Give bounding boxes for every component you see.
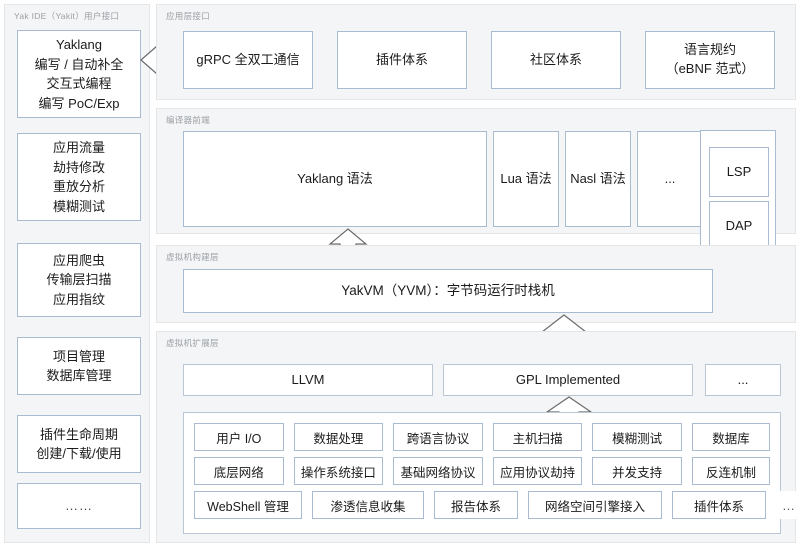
tower-card-dap[interactable]: DAP [709, 201, 769, 251]
capability-cell[interactable]: 数据库 [691, 423, 770, 451]
left-card-line: 模糊测试 [52, 198, 105, 214]
compiler-frontend-panel: 编译器前端 Yaklang 语法 Lua 语法 Nasl 语法 ... [156, 108, 796, 234]
front-card-line: Nasl 语法 [570, 170, 626, 186]
front-card-line: ... [664, 170, 676, 186]
capability-cell-more[interactable]: … [776, 491, 800, 519]
capability-cell[interactable]: 数据处理 [293, 423, 384, 451]
left-card-yaklang-editor[interactable]: Yaklang 编写 / 自动补全 交互式编程 编写 PoC/Exp [17, 30, 141, 118]
capability-cell[interactable]: 插件体系 [672, 491, 766, 519]
capability-row: 底层网络 操作系统接口 基础网络协议 应用协议劫持 并发支持 反连机制 [194, 457, 770, 485]
capability-cell[interactable]: 基础网络协议 [393, 457, 483, 485]
app-card-grpc[interactable]: gRPC 全双工通信 [183, 31, 313, 89]
ext-card-gpl-implemented[interactable]: GPL Implemented [443, 364, 693, 396]
left-card-line: 数据库管理 [46, 368, 112, 383]
left-card-line: 编写 / 自动补全 [34, 56, 124, 72]
left-card-plugin-lifecycle[interactable]: 插件生命周期 创建/下载/使用 [17, 415, 141, 473]
ext-card-line: LLVM [291, 371, 325, 387]
app-card-line: （eBNF 范式） [665, 61, 755, 76]
app-layer-panel: 应用层接口 gRPC 全双工通信 插件体系 社区体系 语言规约 （eBNF 范式… [156, 4, 796, 100]
capability-cell[interactable]: 主机扫描 [492, 423, 583, 451]
left-card-crawler-scan[interactable]: 应用爬虫 传输层扫描 应用指纹 [17, 243, 141, 317]
app-card-line: 插件体系 [375, 51, 428, 67]
ext-card-llvm[interactable]: LLVM [183, 364, 433, 396]
compiler-frontend-label: 编译器前端 [166, 115, 211, 125]
left-card-line: 编写 PoC/Exp [38, 95, 120, 111]
left-card-line: …… [65, 498, 93, 514]
capability-cell[interactable]: 并发支持 [592, 457, 682, 485]
left-card-line: 项目管理 [52, 348, 105, 364]
capability-row: WebShell 管理 渗透信息收集 报告体系 网络空间引擎接入 插件体系 … [194, 491, 800, 519]
left-card-line: 重放分析 [52, 179, 105, 194]
app-card-language-spec[interactable]: 语言规约 （eBNF 范式） [645, 31, 775, 89]
left-card-line: 应用指纹 [52, 291, 105, 307]
capability-cell[interactable]: 渗透信息收集 [312, 491, 424, 519]
capability-cell[interactable]: 网络空间引擎接入 [528, 491, 662, 519]
front-card-more-grammar[interactable]: ... [637, 131, 703, 227]
left-card-line: 应用流量 [52, 140, 105, 155]
capability-cell[interactable]: 模糊测试 [592, 423, 682, 451]
left-card-line: 劫持修改 [52, 159, 105, 175]
capability-row: 用户 I/O 数据处理 跨语言协议 主机扫描 模糊测试 数据库 [194, 423, 770, 451]
tower-card-label: LSP [726, 163, 752, 179]
left-card-line: 应用爬虫 [52, 252, 105, 268]
capability-cell[interactable]: 跨语言协议 [393, 423, 483, 451]
left-card-project-db[interactable]: 项目管理 数据库管理 [17, 337, 141, 395]
vm-build-layer-label: 虚拟机构建层 [166, 252, 219, 262]
vm-extension-layer-label: 虚拟机扩展层 [166, 338, 219, 348]
vm-extension-layer-panel: 虚拟机扩展层 LLVM GPL Implemented ... 用户 I/O 数… [156, 331, 800, 543]
capability-cell[interactable]: 报告体系 [434, 491, 518, 519]
capability-cell[interactable]: 底层网络 [194, 457, 284, 485]
app-layer-label: 应用层接口 [166, 11, 211, 21]
left-card-more[interactable]: …… [17, 483, 141, 529]
front-card-lua-grammar[interactable]: Lua 语法 [493, 131, 559, 227]
left-card-line: 插件生命周期 [39, 426, 118, 442]
left-panel-yak-ide: Yak IDE（Yakit）用户接口 Yaklang 编写 / 自动补全 交互式… [4, 4, 150, 543]
front-card-line: Yaklang 语法 [297, 170, 373, 186]
front-card-line: Lua 语法 [500, 170, 552, 186]
capability-cell[interactable]: WebShell 管理 [194, 491, 302, 519]
app-card-line: 语言规约 [683, 42, 736, 58]
app-card-line: 社区体系 [529, 51, 582, 67]
capability-cell[interactable]: 操作系统接口 [293, 457, 384, 485]
left-card-line: 创建/下载/使用 [36, 446, 122, 461]
left-card-line: Yaklang [55, 37, 102, 52]
app-card-line: gRPC 全双工通信 [196, 51, 300, 67]
left-card-line: 交互式编程 [46, 76, 112, 91]
vm-card-line: YakVM（YVM）：字节码运行时栈机 [341, 283, 555, 299]
left-card-line: 传输层扫描 [46, 272, 112, 288]
front-card-yaklang-grammar[interactable]: Yaklang 语法 [183, 131, 487, 227]
vm-build-layer-panel: 虚拟机构建层 YakVM（YVM）：字节码运行时栈机 [156, 245, 796, 323]
ext-card-line: GPL Implemented [515, 371, 621, 387]
tower-card-lsp[interactable]: LSP [709, 147, 769, 197]
vm-card-yakvm[interactable]: YakVM（YVM）：字节码运行时栈机 [183, 269, 713, 313]
left-card-traffic-hijack[interactable]: 应用流量 劫持修改 重放分析 模糊测试 [17, 133, 141, 221]
capability-cell[interactable]: 用户 I/O [194, 423, 284, 451]
tower-card-label: DAP [725, 217, 753, 233]
capability-cell[interactable]: 应用协议劫持 [492, 457, 583, 485]
capability-grid: 用户 I/O 数据处理 跨语言协议 主机扫描 模糊测试 数据库 底层网络 操作系… [183, 412, 800, 534]
capability-cell[interactable]: 反连机制 [691, 457, 770, 485]
front-card-nasl-grammar[interactable]: Nasl 语法 [565, 131, 631, 227]
ext-card-line: ... [737, 371, 749, 387]
app-card-plugin-system[interactable]: 插件体系 [337, 31, 467, 89]
app-card-community-system[interactable]: 社区体系 [491, 31, 621, 89]
left-panel-label: Yak IDE（Yakit）用户接口 [14, 11, 120, 21]
ext-card-more[interactable]: ... [705, 364, 781, 396]
